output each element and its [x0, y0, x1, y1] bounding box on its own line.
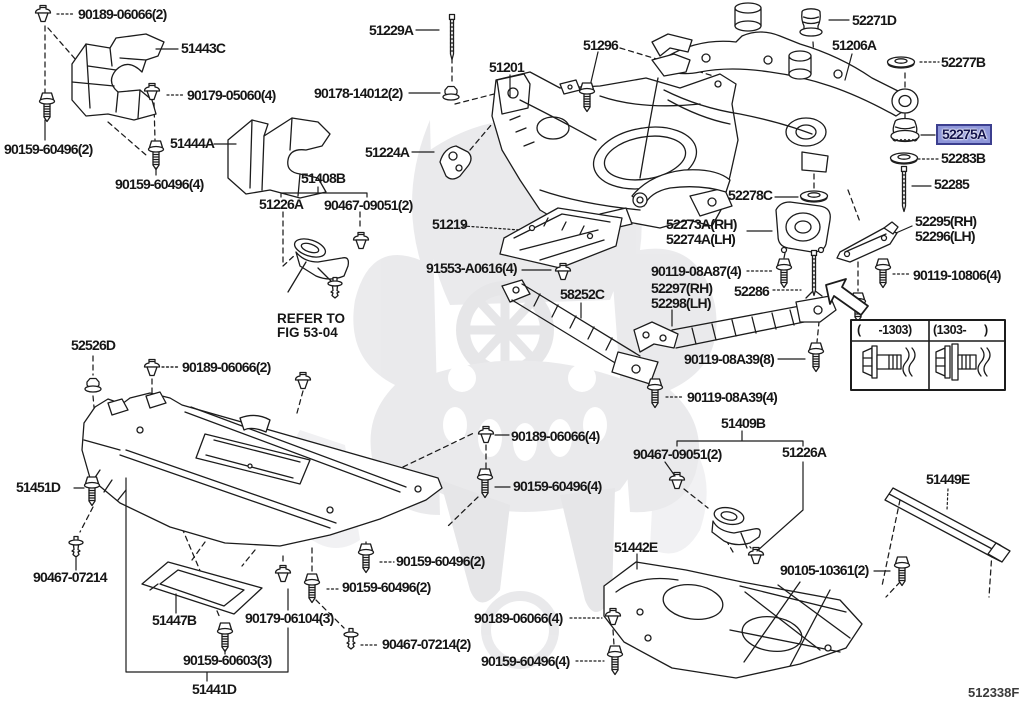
- part-label-51441d[interactable]: 51441D: [192, 681, 237, 697]
- part-label-90159-60603-3[interactable]: 90159-60603(3): [183, 652, 272, 668]
- part-label-52283b[interactable]: 52283B: [941, 150, 986, 166]
- plate-51219-art: [499, 207, 623, 269]
- bracket-51224a-art: [439, 145, 472, 180]
- part-label-51226a[interactable]: 51226A: [259, 196, 304, 212]
- part-label-52285[interactable]: 52285: [934, 176, 970, 192]
- part-label-51219[interactable]: 51219: [432, 216, 468, 232]
- part-label-51443c[interactable]: 51443C: [181, 40, 226, 56]
- part-label-52274a-lh[interactable]: 52274A(LH): [666, 231, 736, 247]
- inset-header-1303: (1303- ): [933, 323, 988, 337]
- part-label-90159-60496-2[interactable]: 90159-60496(2): [4, 141, 93, 157]
- damper-52273a-art: [775, 201, 831, 254]
- part-label-51408b[interactable]: 51408B: [301, 170, 346, 186]
- part-label-51201[interactable]: 51201: [489, 59, 525, 75]
- plate-51447b-art: [141, 561, 263, 615]
- part-label-52271d[interactable]: 52271D: [852, 12, 897, 28]
- cover-52526d-art: [81, 391, 443, 547]
- part-label-51447b[interactable]: 51447B: [152, 612, 197, 628]
- inset-header-1303: ( -1303): [857, 323, 912, 337]
- part-label-91553-a0616-4[interactable]: 91553-A0616(4): [426, 260, 518, 276]
- note-fig-53-04: FIG 53-04: [277, 325, 338, 340]
- part-label-90119-08a87-4[interactable]: 90119-08A87(4): [651, 263, 742, 279]
- note-refer-to: REFER TO: [277, 311, 346, 326]
- part-label-51409b[interactable]: 51409B: [721, 415, 766, 431]
- bracket-51408b-art: [287, 238, 350, 293]
- part-label-52297-rh[interactable]: 52297(RH): [651, 280, 713, 296]
- part-label-52295-rh[interactable]: 52295(RH): [915, 213, 977, 229]
- part-label-51226a[interactable]: 51226A: [782, 444, 827, 460]
- cover-51442e-art: [603, 561, 863, 679]
- part-label-90159-60496-4[interactable]: 90159-60496(4): [481, 653, 570, 669]
- part-label-52526d[interactable]: 52526D: [71, 337, 116, 353]
- member-51201-art: [491, 71, 739, 231]
- part-label-58252c[interactable]: 58252C: [560, 286, 605, 302]
- part-label-90159-60496-2[interactable]: 90159-60496(2): [396, 553, 485, 569]
- brace-58252c-art: [501, 279, 659, 385]
- part-label-52286[interactable]: 52286: [734, 283, 770, 299]
- direction-arrow: [825, 278, 869, 316]
- inset-bolt-early: [862, 345, 916, 379]
- bracket-51409b-art: [711, 506, 761, 549]
- part-label-51206a[interactable]: 51206A: [832, 37, 877, 53]
- part-label-90159-60496-4[interactable]: 90159-60496(4): [513, 478, 602, 494]
- part-label-90467-07214-2[interactable]: 90467-07214(2): [382, 636, 471, 652]
- part-label-51296[interactable]: 51296: [583, 37, 619, 53]
- part-label-51229a[interactable]: 51229A: [369, 22, 414, 38]
- part-label-90178-14012-2[interactable]: 90178-14012(2): [314, 85, 403, 101]
- part-label-90179-05060-4[interactable]: 90179-05060(4): [187, 87, 276, 103]
- cover-51444a-art: [227, 117, 331, 199]
- bracket-52295-art: [836, 221, 899, 263]
- member-51206a-art: [631, 2, 919, 208]
- part-label-90467-07214[interactable]: 90467-07214: [33, 569, 108, 585]
- part-label-51451d[interactable]: 51451D: [16, 479, 61, 495]
- part-label-90467-09051-2[interactable]: 90467-09051(2): [324, 197, 413, 213]
- part-label-51442e[interactable]: 51442E: [614, 539, 658, 555]
- diagram-code-512338f: 512338F: [968, 685, 1020, 700]
- part-label-90105-10361-2[interactable]: 90105-10361(2): [780, 562, 869, 578]
- sill-51449e-art: [884, 487, 1011, 563]
- part-label-90119-08a39-4[interactable]: 90119-08A39(4): [687, 389, 778, 405]
- part-label-90189-06066-2[interactable]: 90189-06066(2): [182, 359, 271, 375]
- part-label-51444a[interactable]: 51444A: [170, 135, 215, 151]
- part-label-51224a[interactable]: 51224A: [365, 144, 410, 160]
- inset-box: [850, 319, 1006, 391]
- part-label-90119-10806-4[interactable]: 90119-10806(4): [913, 267, 1001, 283]
- part-label-90189-06066-4[interactable]: 90189-06066(4): [474, 610, 563, 626]
- part-label-90119-08a39-8[interactable]: 90119-08A39(8): [684, 351, 775, 367]
- part-label-90189-06066-2[interactable]: 90189-06066(2): [78, 6, 167, 22]
- brace-52297-art: [633, 289, 837, 353]
- leader-lines: [44, 13, 949, 682]
- part-label-52298-lh[interactable]: 52298(LH): [651, 295, 712, 311]
- part-label-90179-06104-3[interactable]: 90179-06104(3): [245, 610, 334, 626]
- part-label-90189-06066-4[interactable]: 90189-06066(4): [511, 428, 600, 444]
- part-label-52296-lh[interactable]: 52296(LH): [915, 228, 976, 244]
- part-label-90467-09051-2[interactable]: 90467-09051(2): [633, 446, 722, 462]
- part-label-51449e[interactable]: 51449E: [926, 471, 970, 487]
- part-label-52278c[interactable]: 52278C: [728, 187, 773, 203]
- part-label-90159-60496-4[interactable]: 90159-60496(4): [115, 176, 204, 192]
- part-label-52277b[interactable]: 52277B: [941, 54, 986, 70]
- part-label-52275a[interactable]: 52275A: [936, 124, 993, 145]
- part-label-52273a-rh[interactable]: 52273A(RH): [666, 216, 737, 232]
- part-label-90159-60496-2[interactable]: 90159-60496(2): [342, 579, 431, 595]
- inset-bolt-late: [935, 343, 991, 381]
